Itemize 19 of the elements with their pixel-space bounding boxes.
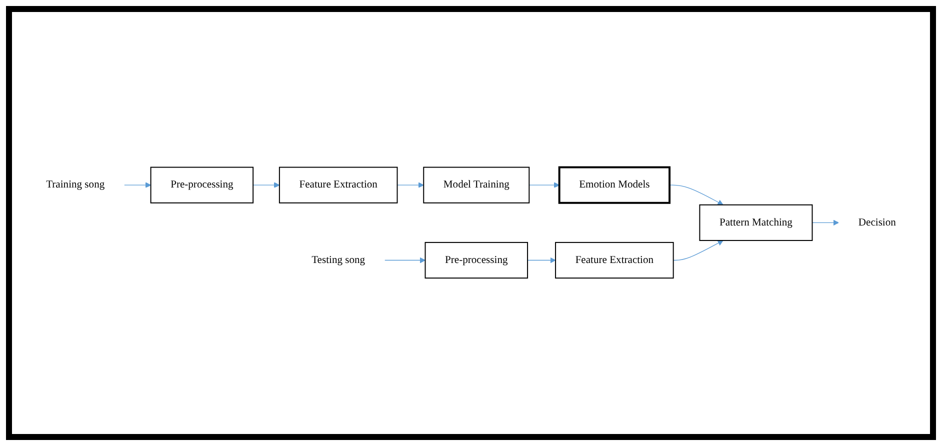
node-box: Pre-processing [424, 242, 528, 279]
node-box: Feature Extraction [278, 167, 398, 204]
node-box: Feature Extraction [555, 242, 674, 279]
node-text: Decision [858, 217, 896, 228]
arrow [673, 240, 724, 261]
arrow [384, 258, 426, 264]
node-box: Pre-processing [150, 167, 254, 204]
arrow [252, 182, 280, 188]
arrow [528, 182, 560, 188]
node-box: Model Training [423, 167, 530, 204]
arrow [812, 220, 839, 226]
node-box: Pattern Matching [699, 204, 813, 242]
arrow [669, 185, 724, 206]
node-text: Training song [46, 179, 105, 191]
arrow [396, 182, 424, 188]
node-text: Testing song [312, 254, 366, 266]
arrow [124, 182, 152, 188]
arrow [527, 258, 556, 264]
node-box: Emotion Models [558, 166, 671, 204]
